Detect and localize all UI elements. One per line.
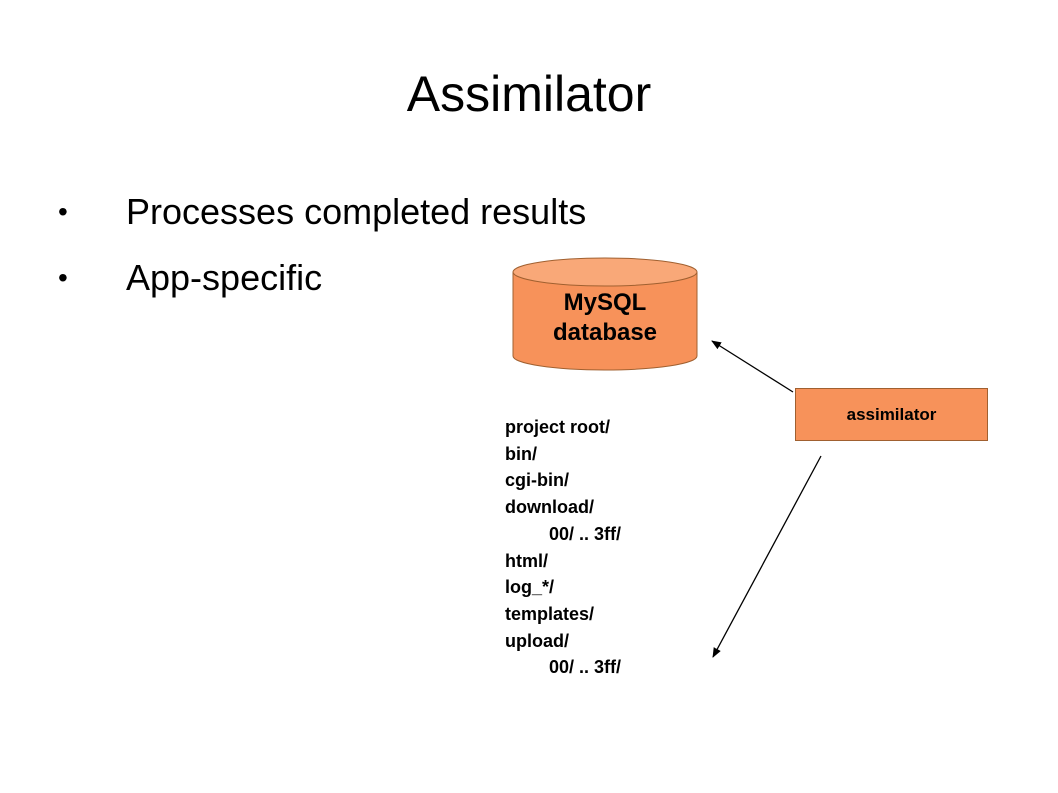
directory-entry: html/: [505, 550, 548, 571]
arrow-to-directory: [712, 455, 822, 658]
directory-entry: bin/: [505, 443, 537, 464]
directory-entry: project root/: [505, 417, 611, 437]
directory-tree: project root/bin/cgi-bin/download/00/ ..…: [505, 414, 621, 681]
directory-entry: 00/ .. 3ff/: [549, 523, 622, 544]
database-label-line: MySQL: [563, 289, 647, 316]
directory-entry: log_*/: [505, 577, 555, 598]
directory-entry: 00/ .. 3ff/: [549, 657, 622, 678]
slide-title: Assimilator: [406, 66, 652, 122]
bullet-text: Processes completed results: [126, 191, 587, 232]
arrow-to-database: [711, 340, 794, 393]
database-cylinder-icon: [512, 257, 698, 371]
directory-entry: templates/: [505, 603, 595, 624]
assimilator-label: assimilator: [846, 404, 937, 424]
database-label-line: database: [552, 319, 658, 346]
bullet-point-icon: •: [58, 196, 68, 227]
assimilator-box: assimilator: [795, 388, 988, 441]
directory-entry: cgi-bin/: [505, 470, 569, 491]
bullet-text: App-specific: [126, 257, 323, 298]
directory-entry: download/: [505, 497, 594, 518]
database-label: MySQL database: [513, 288, 697, 348]
bullet-point-icon: •: [58, 262, 68, 293]
directory-entry: upload/: [505, 630, 569, 651]
